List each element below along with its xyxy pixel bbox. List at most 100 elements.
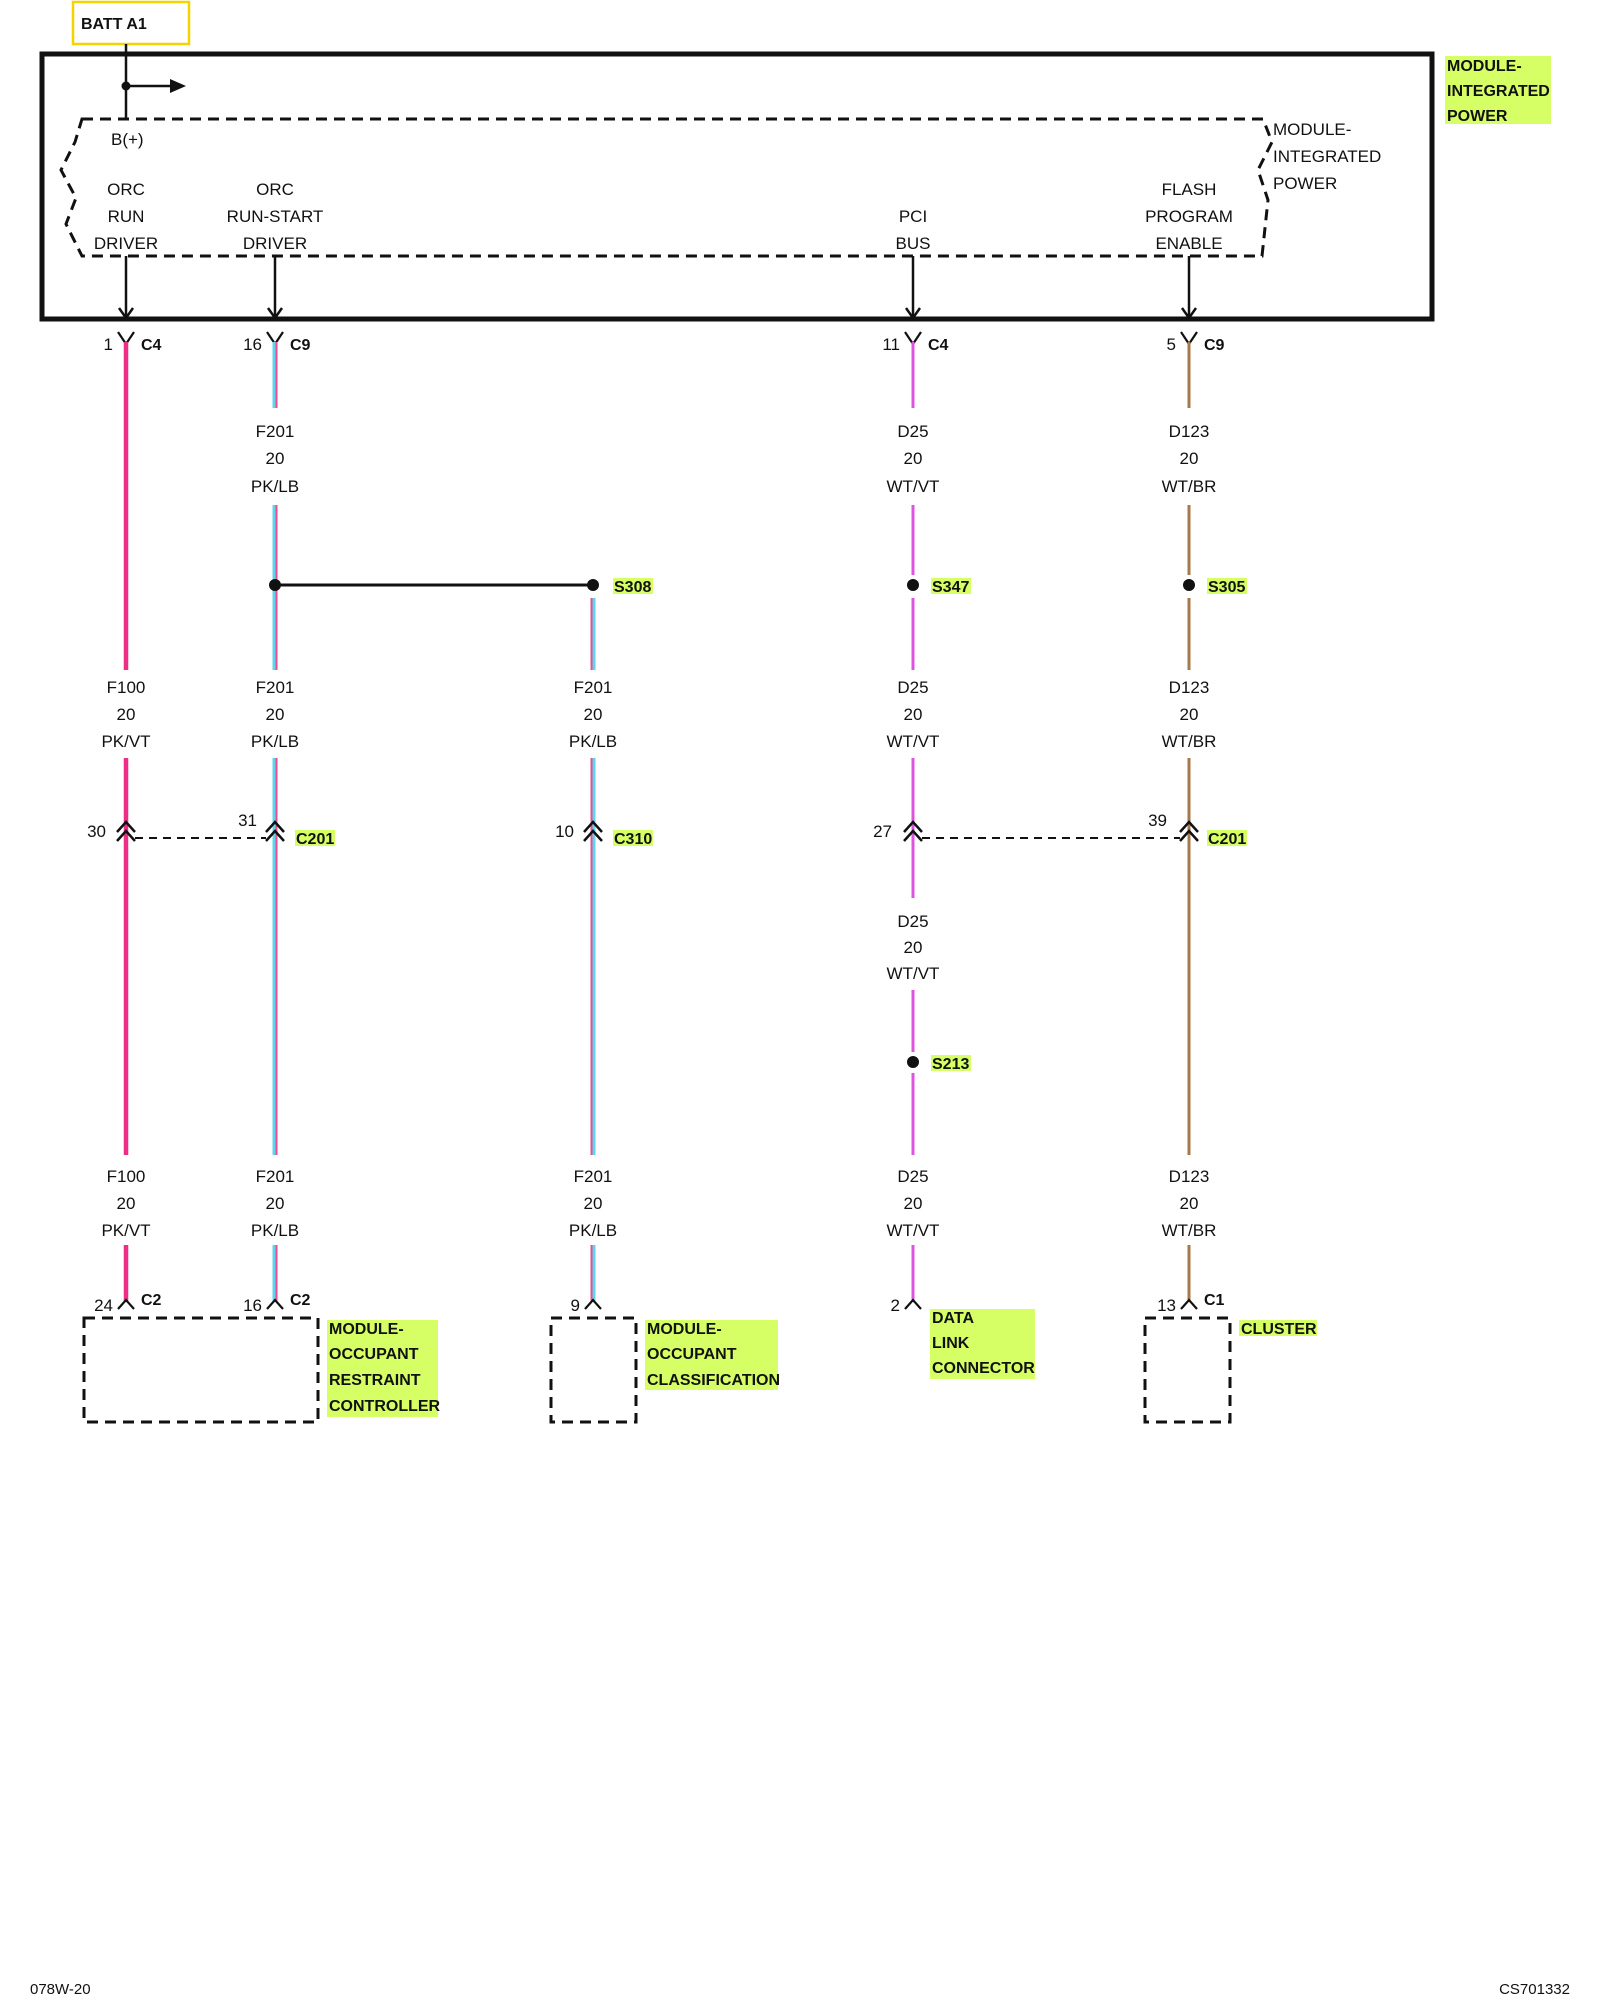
module-side-label-highlight: [1445, 56, 1551, 124]
output-label-line: FLASH: [1162, 180, 1217, 199]
output-label-line: PCI: [899, 207, 927, 226]
wire-color: PK/VT: [101, 732, 150, 751]
output-label-line: ORC: [256, 180, 294, 199]
wire-code: F201: [256, 422, 295, 441]
wire-gauge: 20: [904, 705, 923, 724]
inline-pin: 27: [873, 822, 892, 841]
wire-label-f201-bot-b: F201 20 PK/LB: [569, 1167, 617, 1240]
splice-dot: [587, 579, 599, 591]
inline-pin: 31: [238, 811, 257, 830]
module-side-label-line-3: POWER: [1447, 108, 1508, 125]
wire-gauge: 20: [1180, 705, 1199, 724]
wire-label-d123-mid: D123 20 WT/BR: [1162, 678, 1217, 751]
component-dlc: DATA LINK CONNECTOR: [930, 1309, 1035, 1379]
wire-code: F100: [107, 1167, 146, 1186]
wire-code: D25: [897, 1167, 928, 1186]
bplus-label: B(+): [111, 130, 144, 149]
component-dashed-box: [549, 1316, 638, 1424]
wire-gauge: 20: [266, 705, 285, 724]
wire-label-d123-top: D123 20 WT/BR: [1162, 422, 1217, 496]
component-label-line: OCCUPANT: [647, 1346, 737, 1363]
output-orc-run-driver: ORC RUN DRIVER: [94, 180, 158, 253]
module-side-label-line-2: INTEGRATED: [1447, 83, 1550, 100]
output-label-line: ORC: [107, 180, 145, 199]
connector-label-highlight: [613, 830, 653, 846]
c201-right-label: C201: [1208, 831, 1246, 848]
bottom-connector-name: C2: [290, 1292, 311, 1309]
wire-label-f100-bot: F100 20 PK/VT: [101, 1167, 150, 1240]
component-label-line: OCCUPANT: [329, 1346, 419, 1363]
wire-code: D25: [897, 422, 928, 441]
output-label-line: DRIVER: [243, 234, 307, 253]
component-label-line: CLUSTER: [1241, 1321, 1317, 1338]
wire-color: WT/BR: [1162, 732, 1217, 751]
module-internal-dashed-outline: [59, 117, 1274, 258]
component-label-line: CONNECTOR: [932, 1360, 1035, 1377]
splice-dot: [269, 579, 281, 591]
bottom-connector-pin: 2: [891, 1296, 900, 1315]
module-inner-label-line-2: INTEGRATED: [1273, 147, 1381, 166]
top-connector-symbols: [117, 331, 1198, 350]
splice-s305-label: S305: [1208, 579, 1245, 596]
footer-left-code: 078W-20: [30, 1981, 91, 1998]
bottom-connector-pin: 24: [94, 1296, 113, 1315]
wire-gauge: 20: [904, 938, 923, 957]
wire-code: D25: [897, 912, 928, 931]
wire-label-d123-bot: D123 20 WT/BR: [1162, 1167, 1217, 1240]
bottom-connector-symbols: [117, 1298, 1198, 1310]
component-label-highlight: [327, 1320, 438, 1417]
splice-labels: S308 S347 S305 S213: [613, 578, 1247, 1073]
component-dashed-box: [1143, 1316, 1232, 1424]
output-pci-bus: PCI BUS: [896, 207, 931, 253]
splice-s305-dot: [1183, 579, 1195, 591]
wire-code: F201: [256, 1167, 295, 1186]
component-label-line: LINK: [932, 1335, 970, 1352]
inline-pin: 30: [87, 822, 106, 841]
footer-right-code: CS701332: [1499, 1981, 1570, 1998]
bottom-connector-pin: 13: [1157, 1296, 1176, 1315]
splice-label-highlight: [931, 1055, 971, 1071]
wire-gauge: 20: [1180, 449, 1199, 468]
wire-color: WT/VT: [887, 477, 940, 496]
wire-label-d25-bot: D25 20 WT/VT: [887, 1167, 940, 1240]
inline-pin: 39: [1148, 811, 1167, 830]
component-label-highlight: [1239, 1320, 1317, 1336]
output-label-line: ENABLE: [1155, 234, 1222, 253]
splice-label-highlight: [1207, 578, 1247, 594]
wire-color: PK/LB: [251, 732, 299, 751]
output-label-line: RUN-START: [227, 207, 324, 226]
wire-color: WT/VT: [887, 964, 940, 983]
wire-label-f100-mid: F100 20 PK/VT: [101, 678, 150, 751]
wire-label-d25-mid: D25 20 WT/VT: [887, 678, 940, 751]
batt-a1-label: BATT A1: [81, 16, 147, 33]
wire-code: D25: [897, 678, 928, 697]
component-occ: MODULE- OCCUPANT CLASSIFICATION: [549, 1316, 780, 1424]
inline-connector-symbols: [116, 820, 1199, 842]
top-connector-pin: 1: [104, 335, 113, 354]
c310-label: C310: [614, 831, 652, 848]
output-label-line: PROGRAM: [1145, 207, 1233, 226]
component-label-highlight: [930, 1309, 1035, 1379]
wire-label-d25-low: D25 20 WT/VT: [887, 912, 940, 983]
splice-s308-label: S308: [614, 579, 651, 596]
splice-s213-dot: [907, 1056, 919, 1068]
wire-gauge: 20: [904, 1194, 923, 1213]
bottom-connector-name: C1: [1204, 1292, 1225, 1309]
component-label-line: DATA: [932, 1310, 975, 1327]
splice-s213-label: S213: [932, 1056, 969, 1073]
wire-color: PK/LB: [251, 477, 299, 496]
wire-color: WT/VT: [887, 1221, 940, 1240]
wire-label-f201-mid-b: F201 20 PK/LB: [569, 678, 617, 751]
wire-color: WT/BR: [1162, 1221, 1217, 1240]
output-label-line: DRIVER: [94, 234, 158, 253]
component-label-line: MODULE-: [329, 1321, 404, 1338]
component-cluster: CLUSTER: [1143, 1316, 1317, 1424]
wire-label-f201-mid: F201 20 PK/LB: [251, 678, 299, 751]
bottom-connector-pin: 16: [243, 1296, 262, 1315]
top-connector-name: C4: [141, 337, 162, 354]
bplus-arrow-icon: [170, 79, 186, 93]
module-inner-label-line-3: POWER: [1273, 174, 1337, 193]
wire-code: F201: [256, 678, 295, 697]
output-label-line: RUN: [108, 207, 145, 226]
component-label-highlight: [645, 1320, 778, 1390]
